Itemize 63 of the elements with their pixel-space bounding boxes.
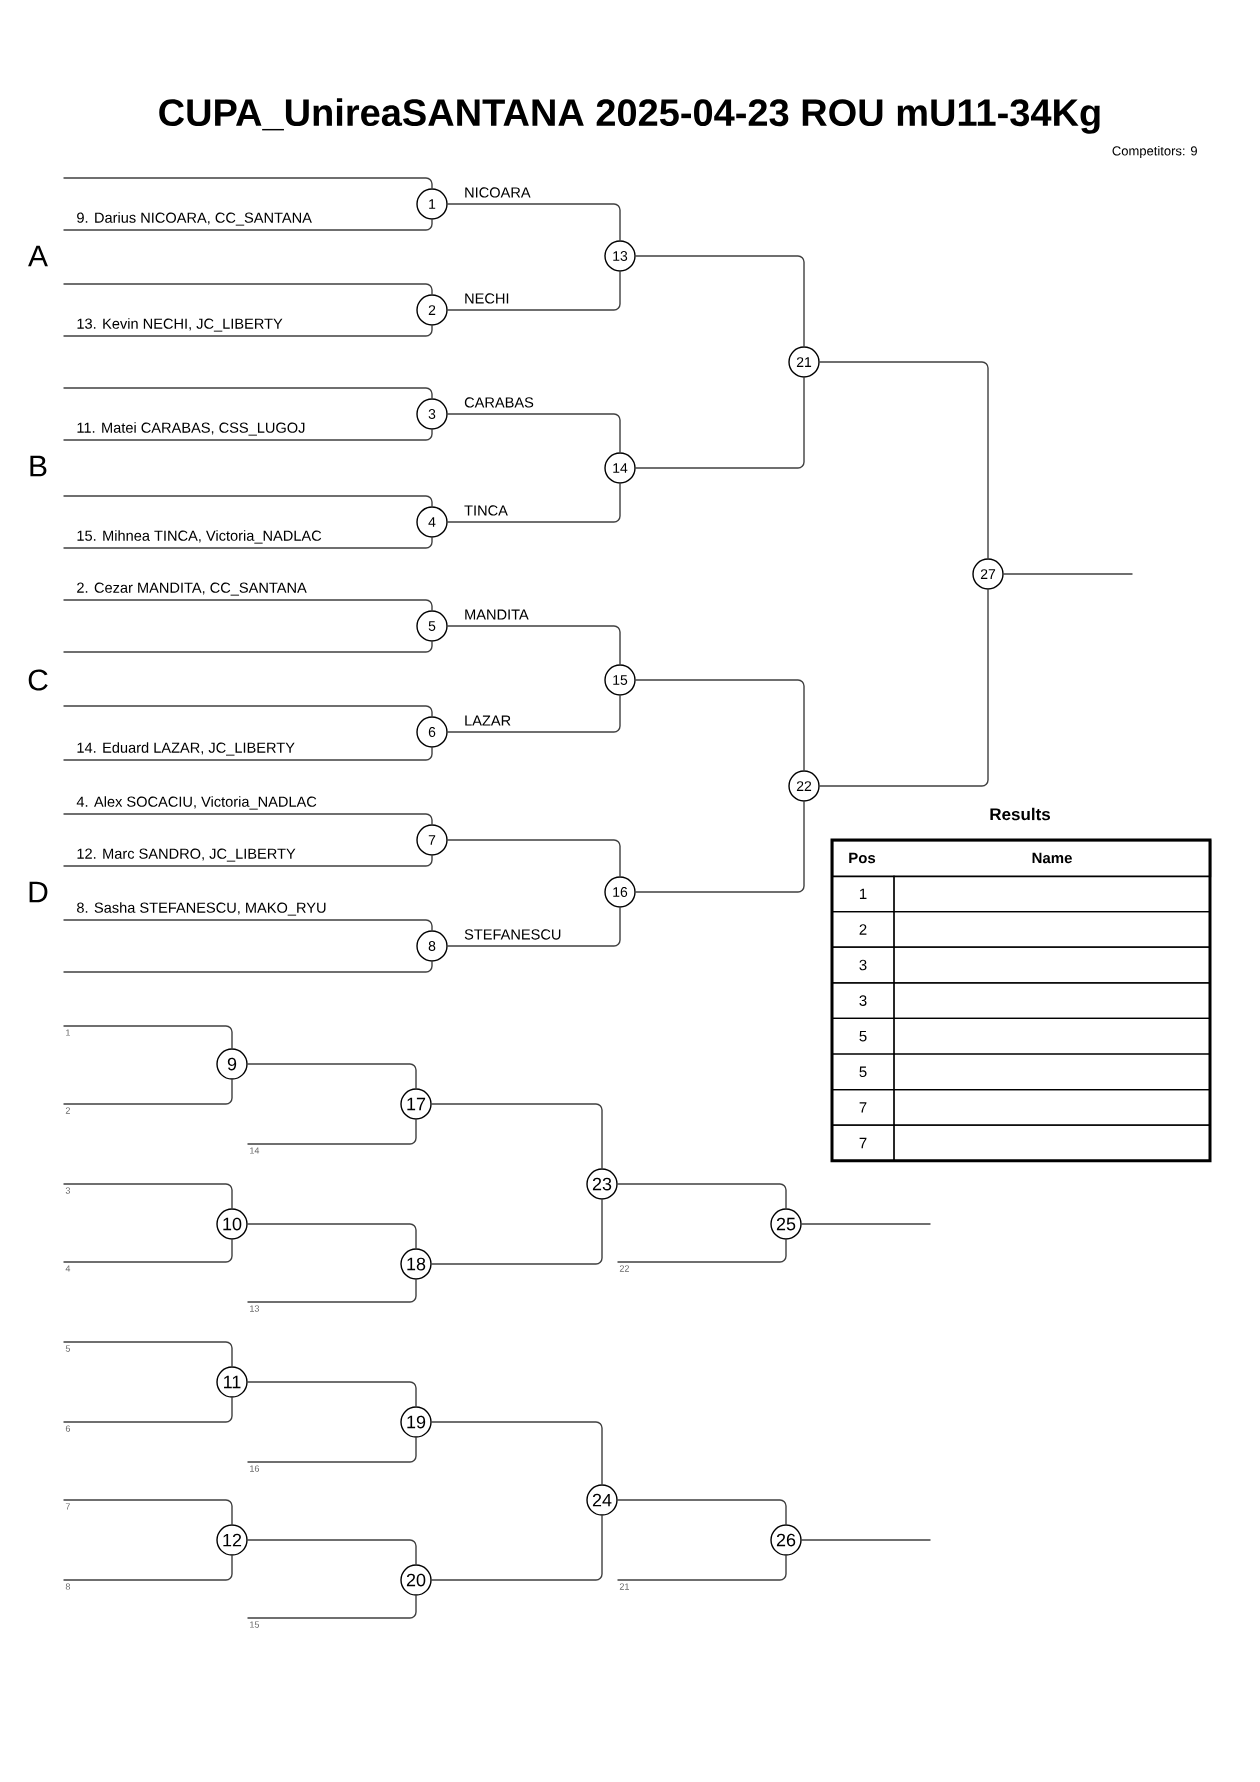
- bracket-line: [447, 625, 621, 665]
- bracket-line: [63, 1239, 233, 1263]
- bracket-line: [447, 695, 621, 733]
- bracket-line: [819, 361, 989, 559]
- bracket-line: [617, 1555, 787, 1581]
- bracket-line: [63, 1341, 233, 1367]
- bracket-line: [247, 1539, 417, 1565]
- bracket-line: [63, 429, 433, 441]
- bracket-line: [247, 1381, 417, 1407]
- bracket-line: [63, 961, 433, 973]
- bracket-line: [431, 1103, 603, 1169]
- bracket-line: [63, 1079, 233, 1105]
- bracket-line: [617, 1183, 787, 1209]
- bracket-line: [63, 1555, 233, 1581]
- bracket-line: [447, 839, 621, 877]
- bracket-line: [447, 271, 621, 311]
- bracket-line: [635, 679, 805, 771]
- bracket-line: [247, 1437, 417, 1463]
- pool-letter: A: [28, 245, 48, 267]
- pool-letter: C: [28, 669, 48, 691]
- bracket-line: [247, 1119, 417, 1145]
- bracket-line: [431, 1515, 603, 1581]
- bracket-line: [63, 641, 433, 653]
- title: CUPA_UnireaSANTANA 2025-04-23 ROU mU11-34Kg: [159, 98, 1100, 134]
- bracket-line: [1003, 573, 1133, 575]
- bracket-line: [63, 705, 433, 717]
- bracket-line: [63, 919, 433, 931]
- bracket-line: [635, 255, 805, 347]
- results-heading: Results: [990, 807, 1050, 821]
- bracket-line: [63, 325, 433, 337]
- bracket-line: [247, 1595, 417, 1619]
- bracket-line: [431, 1199, 603, 1265]
- bracket-line: [247, 1279, 417, 1303]
- bracket-line: [63, 747, 433, 761]
- pool-letter: B: [30, 455, 47, 477]
- bracket-line: [447, 413, 621, 453]
- bracket-line: [63, 177, 433, 189]
- bracket-line: [63, 813, 433, 825]
- bracket-line: [801, 1223, 931, 1225]
- bracket-line: [447, 203, 621, 241]
- bracket-line: [63, 537, 433, 549]
- bracket-line: [63, 219, 433, 231]
- pool-letter: D: [29, 881, 48, 903]
- bracket-line: [63, 283, 433, 295]
- bracket-line: [63, 1025, 233, 1049]
- bracket-line: [63, 1499, 233, 1525]
- bracket-line: [63, 387, 433, 399]
- bracket-line: [63, 1397, 233, 1423]
- bracket-line: [801, 1539, 931, 1541]
- bracket-line: [63, 599, 433, 611]
- bracket-line: [617, 1499, 787, 1525]
- bracket-line: [635, 801, 805, 893]
- bracket-line: [247, 1063, 417, 1089]
- bracket-line: [247, 1223, 417, 1249]
- bracket-line: [635, 377, 805, 469]
- bracket-line: [819, 589, 989, 787]
- bracket-line: [447, 907, 621, 947]
- bracket-line: [63, 855, 433, 867]
- bracket-line: [447, 483, 621, 523]
- bracket-line: [63, 495, 433, 507]
- bracket-line: [63, 1183, 233, 1209]
- bracket-line: [431, 1421, 603, 1485]
- bracket-line: [617, 1239, 787, 1263]
